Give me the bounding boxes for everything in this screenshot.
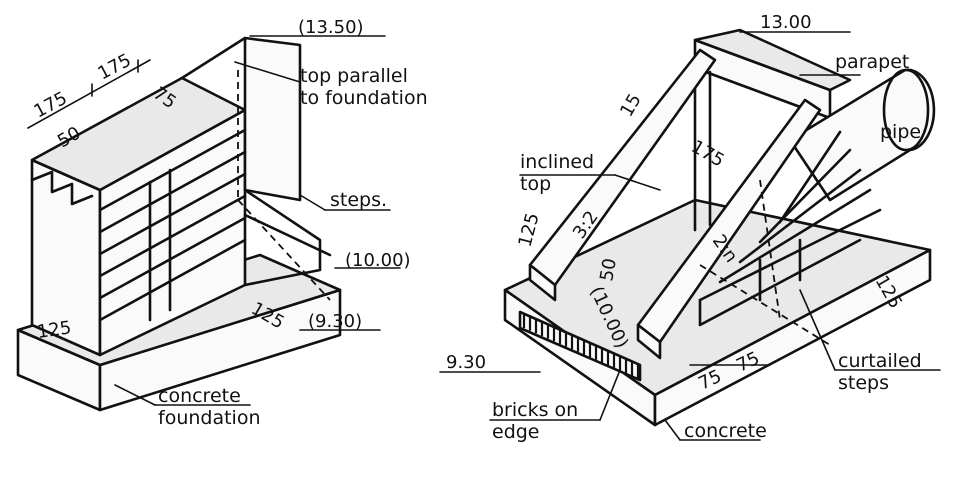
right-label-parapet: parapet [835, 51, 909, 73]
bricks-on-edge [518, 310, 642, 382]
right-bricks-line1: bricks on [492, 399, 578, 421]
pipe [788, 68, 936, 202]
right-curtailed-line2: steps [838, 372, 889, 394]
left-note-top-line1: top parallel [300, 65, 408, 87]
left-hidden-line-2 [237, 199, 331, 301]
left-level-low: (9.30) [308, 311, 362, 332]
right-dim-125: 125 [515, 211, 544, 250]
right-label-concrete: concrete [684, 420, 767, 442]
right-dim-50: 50 [596, 257, 621, 283]
right-curtailed-steps [698, 130, 882, 327]
right-dim-15: 15 [616, 90, 646, 120]
left-back-wall-edge [180, 36, 247, 80]
left-headwall-figure [16, 35, 401, 412]
right-curtailed-line1: curtailed [838, 350, 922, 372]
left-dim-width-left: 175 [30, 88, 70, 123]
right-inclined-line2: top [520, 173, 551, 195]
left-note-top-line2: to foundation [300, 87, 428, 109]
right-dim-175: 175 [688, 136, 728, 171]
left-level-top: (13.50) [298, 17, 364, 38]
left-steps [98, 128, 332, 322]
right-level-top: 13.00 [760, 12, 812, 33]
left-back-wall [243, 36, 302, 202]
right-inclined-wing-right-end [636, 323, 662, 360]
left-label-steps: steps. [330, 189, 387, 211]
left-front-step-profile [30, 170, 94, 206]
left-level-mid: (10.00) [345, 250, 411, 271]
left-foundation-line2: foundation [158, 407, 261, 429]
left-foundation-leader [114, 384, 156, 406]
right-slab-side [653, 248, 932, 427]
left-dim-line-top [27, 59, 151, 129]
left-steps-leader [299, 194, 326, 211]
right-inclined-line1: inclined [520, 151, 594, 173]
left-note-leader [234, 61, 301, 83]
right-bricks-line2: edge [492, 421, 540, 443]
left-dim-125-side: 125 [36, 317, 73, 343]
right-label-pipe: pipe [880, 121, 921, 143]
left-foundation-line1: concrete [158, 385, 241, 407]
right-inclined-wing-left-end [528, 263, 557, 302]
right-level-low: 9.30 [446, 352, 486, 373]
right-hidden-line-1 [699, 264, 831, 346]
right-wingwall-figure [439, 28, 941, 441]
